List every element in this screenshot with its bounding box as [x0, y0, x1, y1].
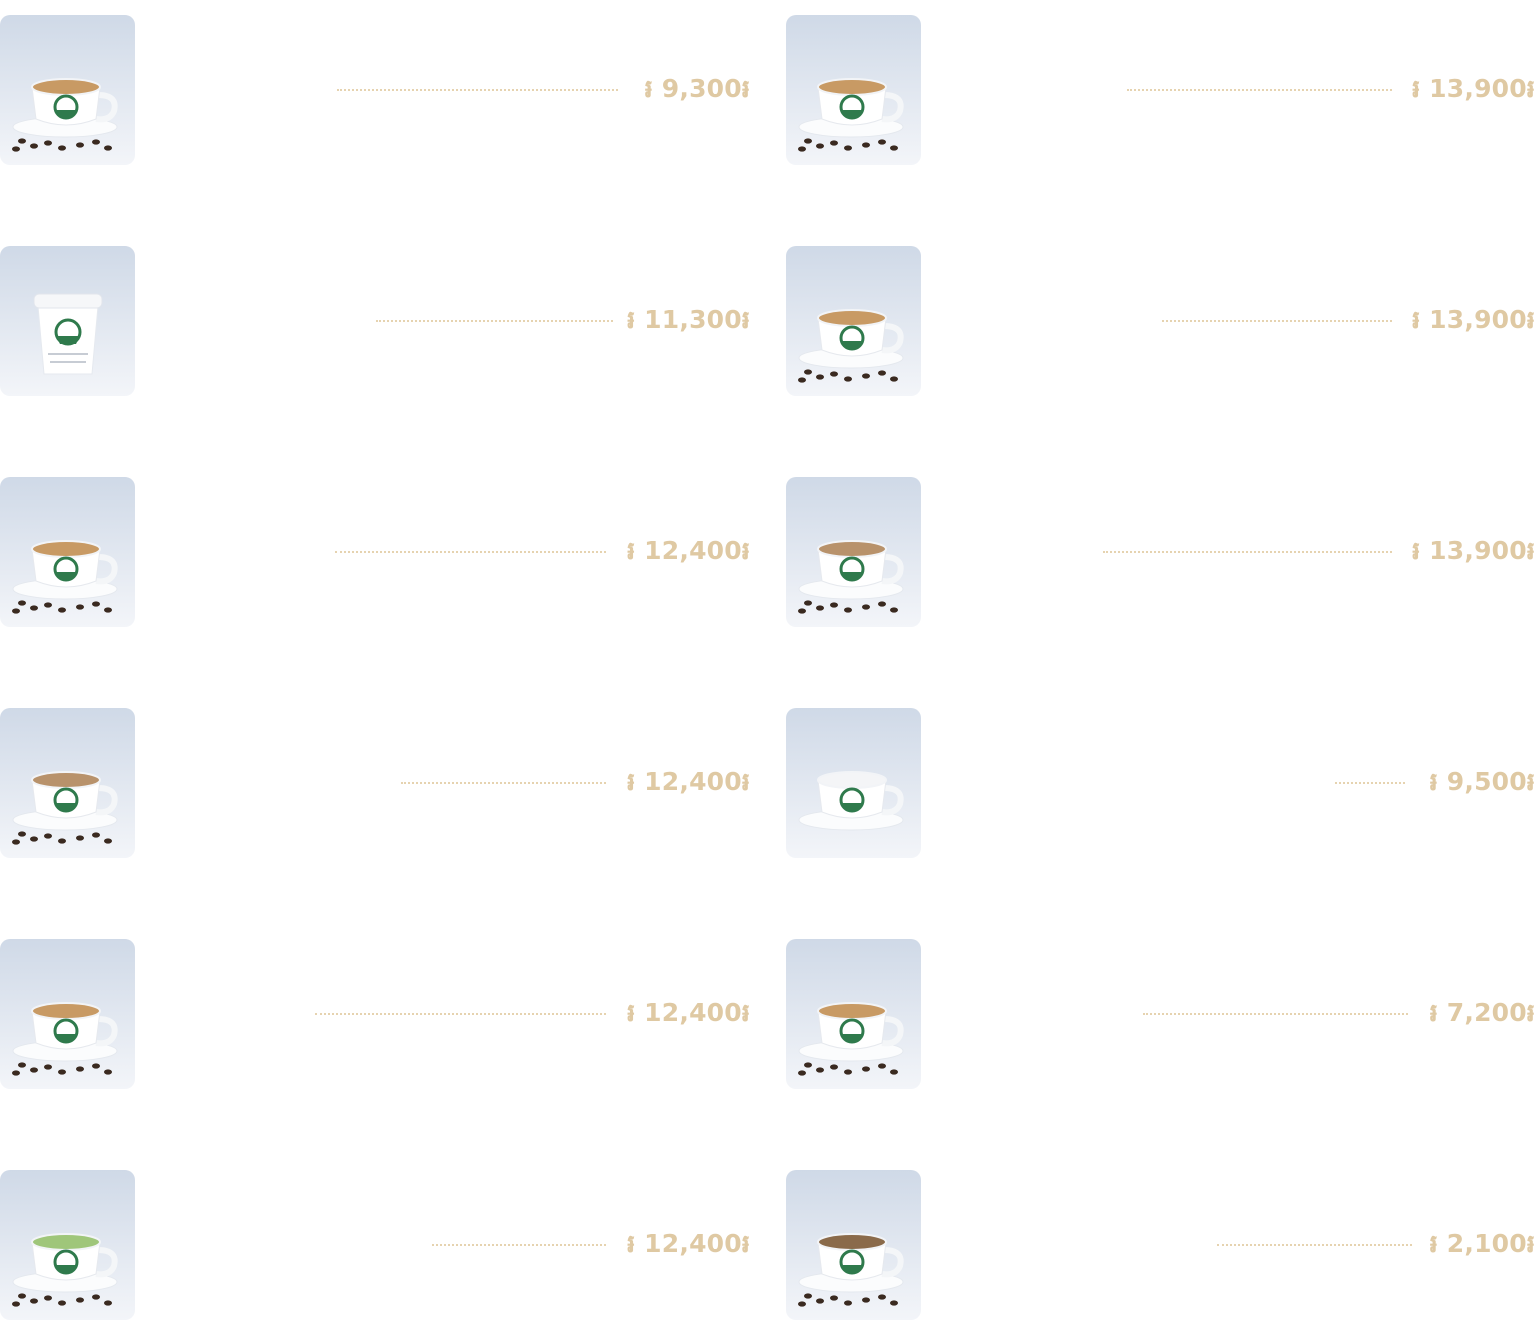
menu-item[interactable]: ៛ 7,200៛ — [786, 939, 1537, 1089]
menu-item[interactable]: ៛ 13,900៛ — [786, 477, 1537, 627]
leader-dots — [1162, 320, 1392, 322]
paper-cup-icon[interactable] — [0, 246, 135, 396]
leader-dots — [315, 1013, 606, 1015]
leader-dots — [1143, 1013, 1408, 1015]
leader-dots — [1103, 551, 1392, 553]
price-label: ៛ 12,400៛ — [627, 536, 750, 565]
price-label: ៛ 13,900៛ — [1412, 305, 1535, 334]
price-label: ៛ 2,100៛ — [1429, 1229, 1535, 1258]
menu-item[interactable]: ៛ 9,500៛ — [786, 708, 1537, 858]
price-label: ៛ 13,900៛ — [1412, 74, 1535, 103]
menu-item[interactable]: ៛ 13,900៛ — [786, 246, 1537, 396]
menu-item[interactable]: ៛ 11,300៛ — [0, 246, 760, 396]
leader-dots — [401, 782, 606, 784]
menu-item[interactable]: ៛ 12,400៛ — [0, 708, 760, 858]
leader-dots — [1335, 782, 1405, 784]
price-label: ៛ 13,900៛ — [1412, 536, 1535, 565]
menu-item[interactable]: ៛ 12,400៛ — [0, 1170, 760, 1320]
leader-dots — [1217, 1244, 1412, 1246]
menu-item[interactable]: ៛ 12,400៛ — [0, 939, 760, 1089]
price-label: ៛ 12,400៛ — [627, 998, 750, 1027]
coffee-cup-icon[interactable] — [786, 1170, 921, 1320]
coffee-cup-icon[interactable] — [0, 708, 135, 858]
coffee-cup-icon[interactable] — [0, 15, 135, 165]
coffee-cup-icon[interactable] — [0, 477, 135, 627]
price-label: ៛ 9,500៛ — [1429, 767, 1535, 796]
coffee-cup-icon[interactable] — [786, 939, 921, 1089]
menu-item[interactable]: ៛ 13,900៛ — [786, 15, 1537, 165]
coffee-cup-icon[interactable] — [786, 708, 921, 858]
leader-dots — [432, 1244, 606, 1246]
menu-item[interactable]: ៛ 12,400៛ — [0, 477, 760, 627]
leader-dots — [376, 320, 613, 322]
price-label: ៛ 11,300៛ — [627, 305, 750, 334]
coffee-cup-icon[interactable] — [786, 15, 921, 165]
leader-dots — [1127, 89, 1392, 91]
coffee-cup-icon[interactable] — [0, 1170, 135, 1320]
price-label: ៛ 12,400៛ — [627, 1229, 750, 1258]
leader-dots — [337, 89, 618, 91]
coffee-cup-icon[interactable] — [786, 477, 921, 627]
price-label: ៛ 12,400៛ — [627, 767, 750, 796]
coffee-cup-icon[interactable] — [0, 939, 135, 1089]
price-label: ៛ 7,200៛ — [1429, 998, 1535, 1027]
menu-item[interactable]: ៛ 9,300៛ — [0, 15, 760, 165]
coffee-cup-icon[interactable] — [786, 246, 921, 396]
price-label: ៛ 9,300៛ — [644, 74, 750, 103]
leader-dots — [335, 551, 606, 553]
menu-item[interactable]: ៛ 2,100៛ — [786, 1170, 1537, 1320]
